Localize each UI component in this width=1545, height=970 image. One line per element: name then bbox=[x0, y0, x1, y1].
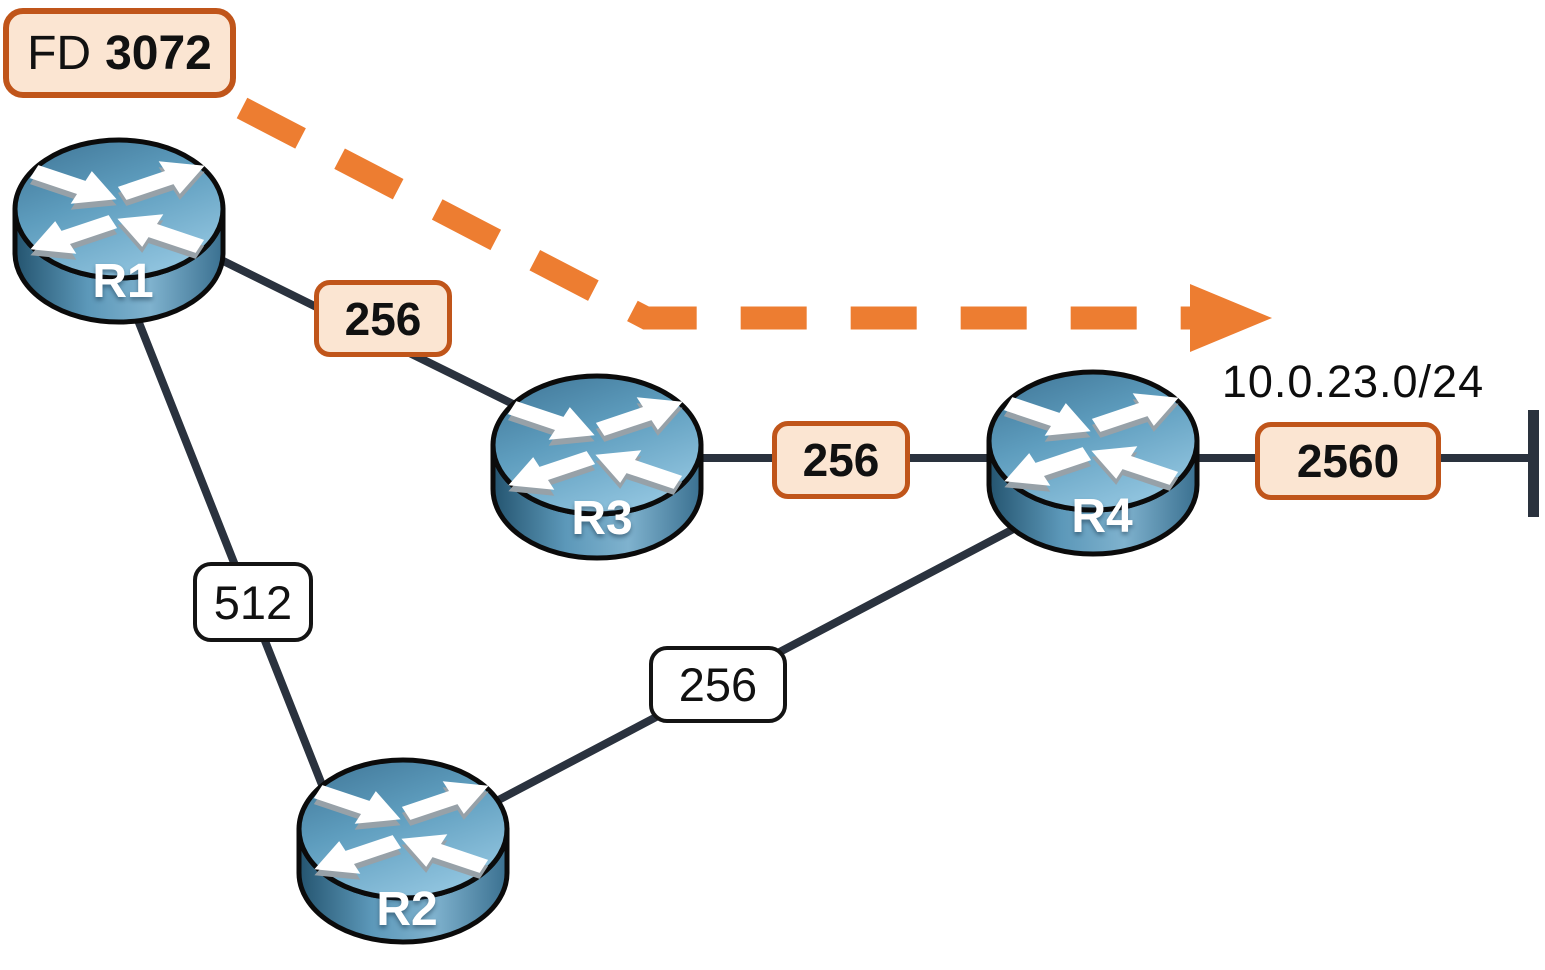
metric-label-r3-r4: 256 bbox=[772, 421, 910, 499]
metric-label-r1-r2: 512 bbox=[193, 562, 313, 642]
router-label-r3: R3 bbox=[571, 492, 633, 545]
metric-label-r2-r4: 256 bbox=[649, 646, 787, 723]
router-label-r1: R1 bbox=[92, 255, 154, 308]
router-label-r4: R4 bbox=[1071, 490, 1133, 543]
router-label-r2: R2 bbox=[376, 883, 438, 936]
fd-label: FD 3072 bbox=[3, 8, 236, 98]
fd-prefix-text: FD bbox=[27, 26, 92, 80]
link-r1-r2 bbox=[124, 291, 334, 809]
network-cidr-label: 10.0.23.0/24 bbox=[1221, 356, 1485, 407]
dashed-route-arrow-icon bbox=[236, 97, 1272, 352]
metric-label-r1-r3: 256 bbox=[314, 280, 452, 357]
fd-value-text: 3072 bbox=[105, 26, 212, 80]
metric-label-r4-network: 2560 bbox=[1255, 422, 1441, 500]
network-segment-icon bbox=[1528, 410, 1539, 517]
